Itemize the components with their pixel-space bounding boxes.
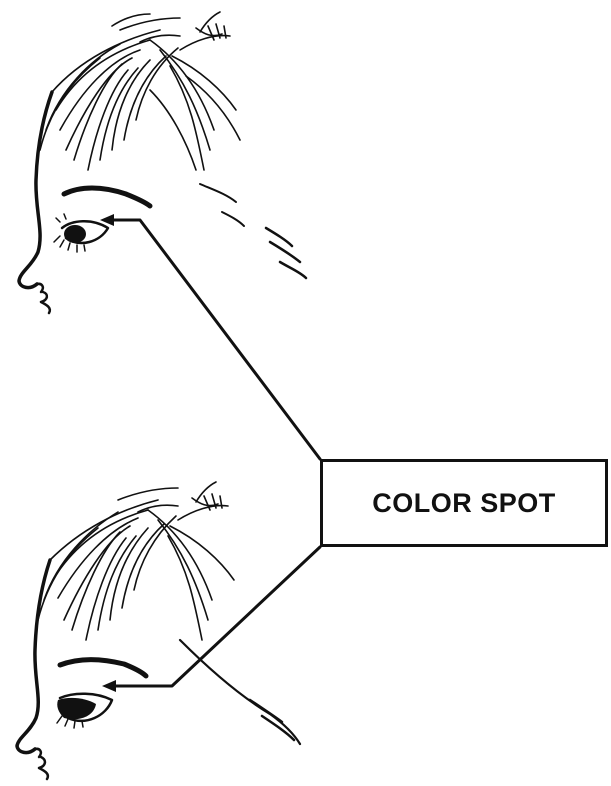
upper-head-sketch	[19, 12, 306, 313]
leader-line-upper	[108, 220, 320, 459]
lower-long-stroke	[180, 640, 300, 744]
upper-nostril	[37, 284, 43, 292]
upper-cheek-line-2	[222, 212, 244, 226]
leader-line-lower	[110, 547, 320, 686]
lower-face-profile	[17, 560, 50, 753]
upper-lips	[41, 292, 50, 313]
color-spot-label-box: COLOR SPOT	[320, 459, 608, 547]
callout-leaders	[100, 214, 320, 692]
lower-nostril	[35, 749, 41, 757]
upper-hair	[40, 12, 240, 170]
lower-head-sketch	[17, 482, 300, 779]
upper-eyebrow	[64, 188, 150, 206]
lower-lips	[39, 757, 48, 779]
arrowhead-lower	[102, 680, 116, 692]
upper-ear-mark	[266, 228, 306, 278]
color-spot-label: COLOR SPOT	[372, 488, 556, 519]
lower-eyebrow	[60, 660, 146, 676]
upper-eye-iris	[64, 225, 86, 243]
lower-hair	[38, 482, 234, 640]
upper-face-profile	[19, 92, 52, 288]
lower-eye-lashes-fill	[57, 698, 96, 719]
upper-cheek-line-1	[200, 184, 236, 202]
